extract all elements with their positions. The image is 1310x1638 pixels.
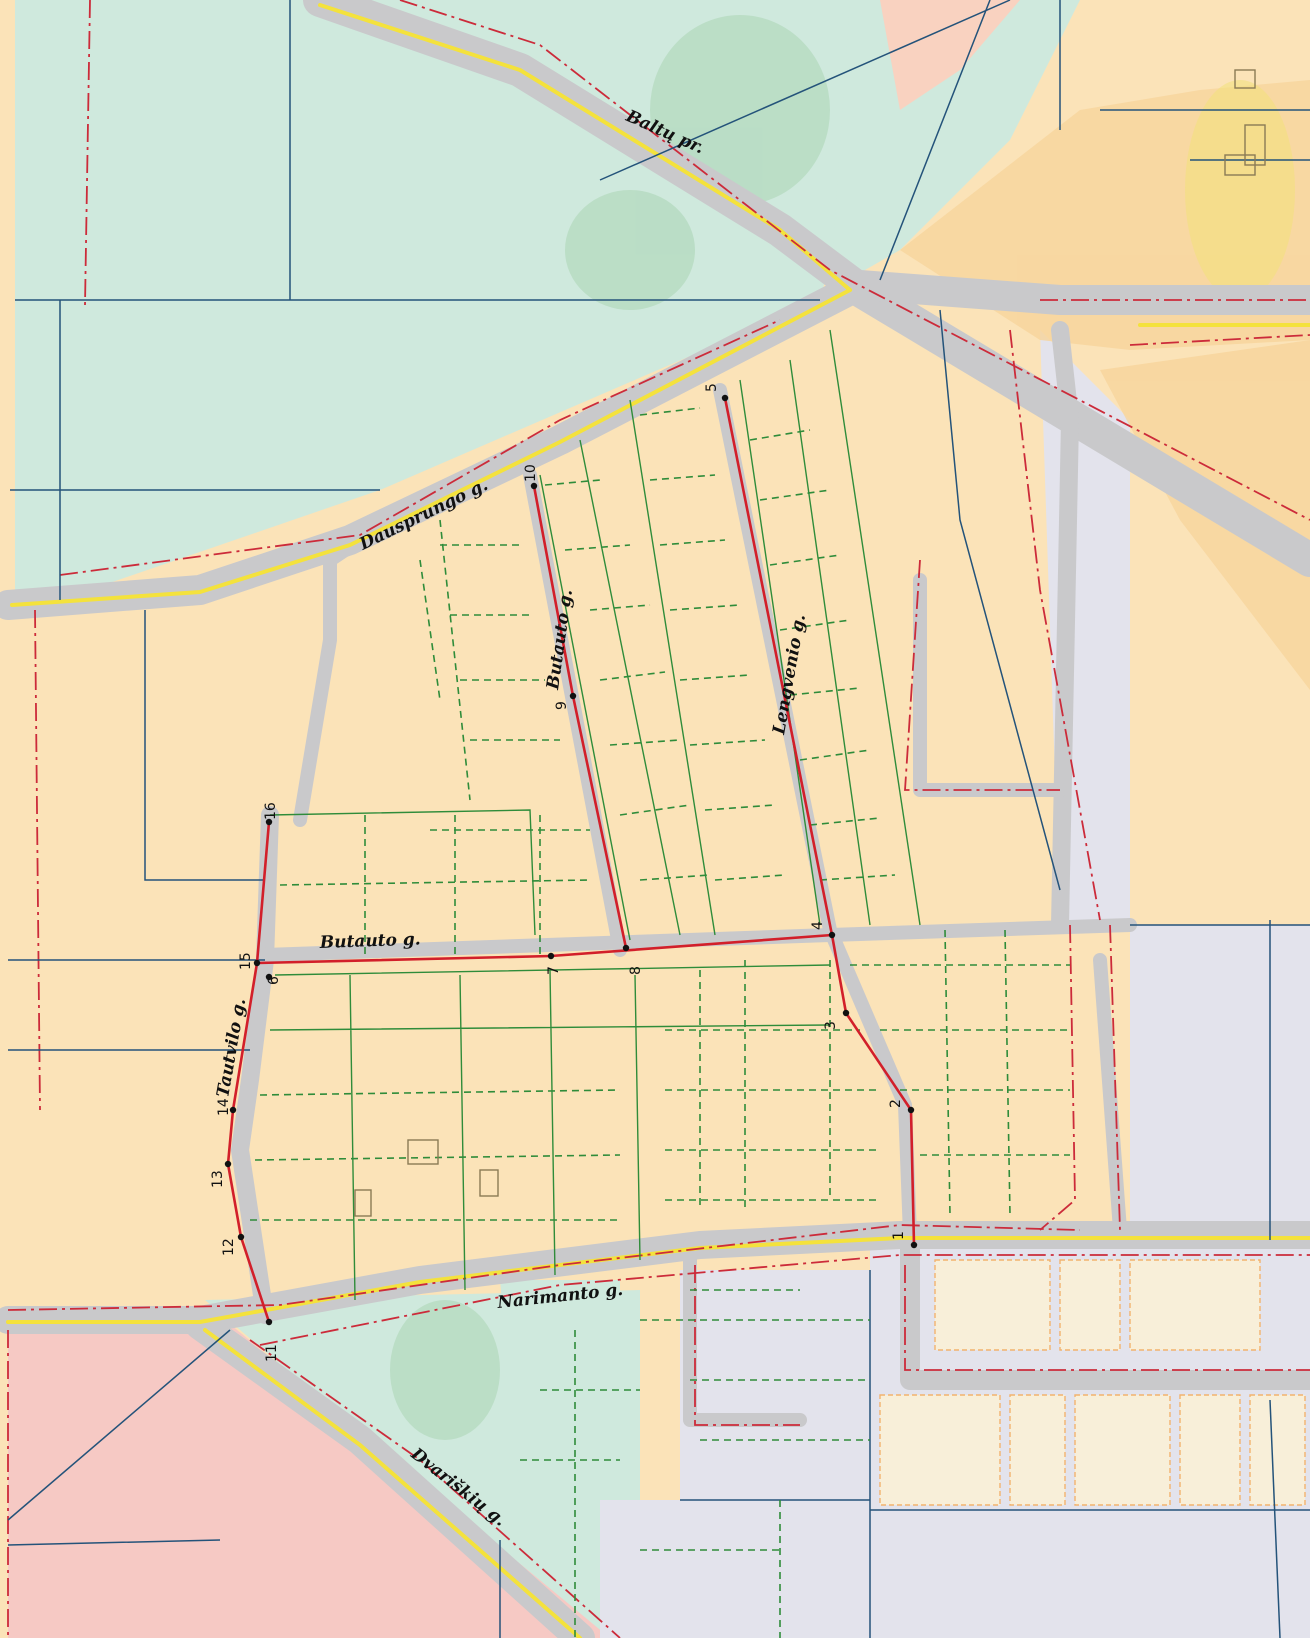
plot-subdivisions-south — [250, 929, 1070, 1638]
planning-red-lines — [7, 0, 1310, 1638]
salmon-zone — [880, 0, 1020, 110]
route-point-11 — [265, 1318, 273, 1326]
beige-blocks — [879, 1259, 1306, 1506]
route-point-label-10: 10 — [523, 464, 539, 482]
route-point-label-8: 8 — [628, 966, 644, 975]
route-point-14 — [229, 1106, 237, 1114]
highway-centerlines — [6, 3, 1310, 1638]
route-point-label-16: 16 — [263, 802, 279, 820]
route-tautvilo — [226, 821, 271, 1323]
route-point-3 — [842, 1009, 850, 1017]
route-point-label-15: 15 — [238, 952, 254, 970]
route-point-label-14: 14 — [216, 1098, 232, 1116]
route-point-16 — [265, 818, 273, 826]
plot-subdivisions — [269, 329, 921, 955]
forest-zones — [390, 15, 830, 1440]
yellow-park — [1185, 80, 1295, 300]
route-point-label-5: 5 — [704, 383, 720, 392]
pink-zone — [8, 1320, 610, 1638]
buildings — [354, 69, 1266, 1217]
route-point-label-9: 9 — [554, 701, 570, 710]
route-point-label-3: 3 — [823, 1021, 839, 1030]
route-point-8 — [622, 944, 630, 952]
route-point-label-11: 11 — [264, 1344, 280, 1362]
route-point-4 — [828, 931, 836, 939]
route-point-9 — [569, 692, 577, 700]
route-point-2 — [907, 1106, 915, 1114]
route-point-13 — [224, 1160, 232, 1168]
route-point-7 — [547, 952, 555, 960]
street-label-butauto-horizontal: Butauto g. — [318, 929, 421, 953]
route-point-label-2: 2 — [888, 1099, 904, 1108]
route-point-label-4: 4 — [810, 921, 826, 930]
route-point-label-7: 7 — [546, 966, 562, 975]
route-point-5 — [721, 394, 729, 402]
route-point-label-12: 12 — [221, 1238, 237, 1256]
route-point-15 — [253, 959, 261, 967]
route-point-label-13: 13 — [210, 1170, 226, 1188]
route-point-10 — [530, 482, 538, 490]
route-point-6 — [265, 973, 273, 981]
route-point-label-6: 6 — [266, 976, 282, 985]
route-point-1 — [910, 1241, 918, 1249]
route-point-label-1: 1 — [891, 1231, 907, 1240]
route-point-12 — [237, 1233, 245, 1241]
block-boundaries — [7, 0, 1310, 1638]
